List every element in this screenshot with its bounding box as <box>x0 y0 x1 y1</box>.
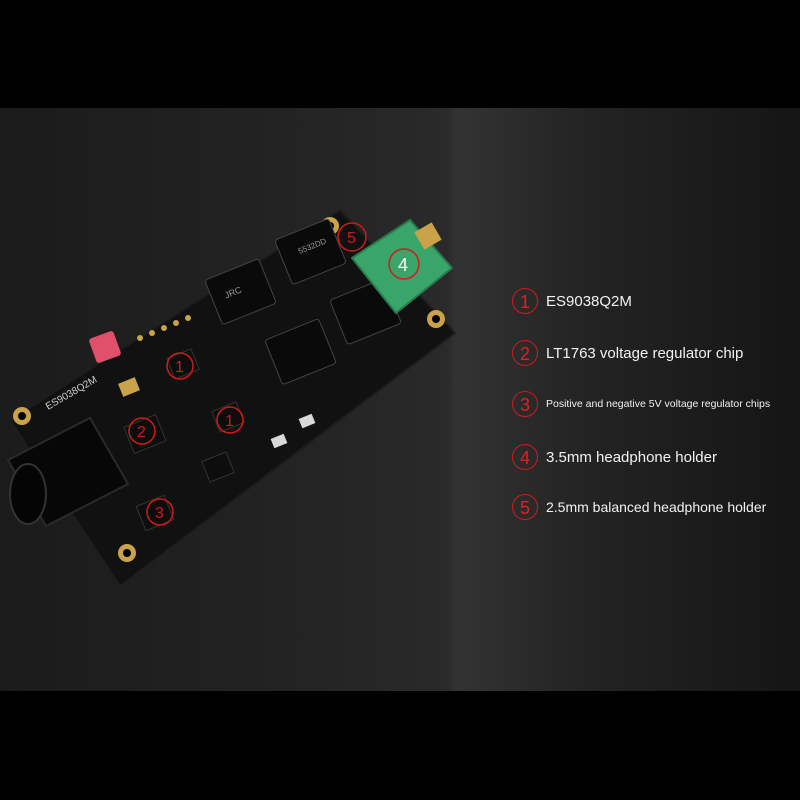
legend-text: 2.5mm balanced headphone holder <box>546 499 767 515</box>
red-jumper <box>89 331 121 363</box>
svg-text:1: 1 <box>225 413 234 430</box>
svg-text:5: 5 <box>347 230 356 247</box>
legend-item-2: 2 LT1763 voltage regulator chip <box>512 340 743 366</box>
legend-number: 3 <box>512 391 538 417</box>
marker-4: 4 <box>388 248 420 280</box>
svg-text:3: 3 <box>155 505 164 522</box>
opamp-chip <box>275 218 347 285</box>
legend-item-4: 4 3.5mm headphone holder <box>512 444 717 470</box>
legend-item-5: 5 2.5mm balanced headphone holder <box>512 494 766 520</box>
legend-number: 5 <box>512 494 538 520</box>
regulator-chip <box>201 451 235 483</box>
legend-number: 4 <box>512 444 538 470</box>
product-photo: JRC 5532DD ES9038Q2M 1 1 2 <box>0 108 800 691</box>
marker-2: 2 <box>128 417 156 445</box>
svg-text:1: 1 <box>175 359 184 376</box>
svg-text:2: 2 <box>137 424 146 441</box>
marker-3: 3 <box>146 498 174 526</box>
legend-item-1: 1 ES9038Q2M <box>512 288 632 314</box>
svg-text:4: 4 <box>398 255 408 275</box>
opamp-chip <box>205 258 277 325</box>
marker-1b: 1 <box>166 352 194 380</box>
legend-text: LT1763 voltage regulator chip <box>546 344 744 362</box>
dac-chip <box>123 414 167 454</box>
legend-number: 1 <box>512 288 538 314</box>
legend-number: 2 <box>512 340 538 366</box>
legend-item-3: 3 Positive and negative 5V voltage regul… <box>512 391 770 417</box>
dac-board-illustration: JRC 5532DD ES9038Q2M 1 1 2 <box>6 208 457 588</box>
opamp-chip <box>265 318 337 385</box>
legend-text: Positive and negative 5V voltage regulat… <box>546 398 771 410</box>
marker-1: 1 <box>216 406 244 434</box>
legend-text: 3.5mm headphone holder <box>546 448 717 466</box>
legend-text: ES9038Q2M <box>546 292 632 310</box>
marker-5: 5 <box>337 222 367 252</box>
